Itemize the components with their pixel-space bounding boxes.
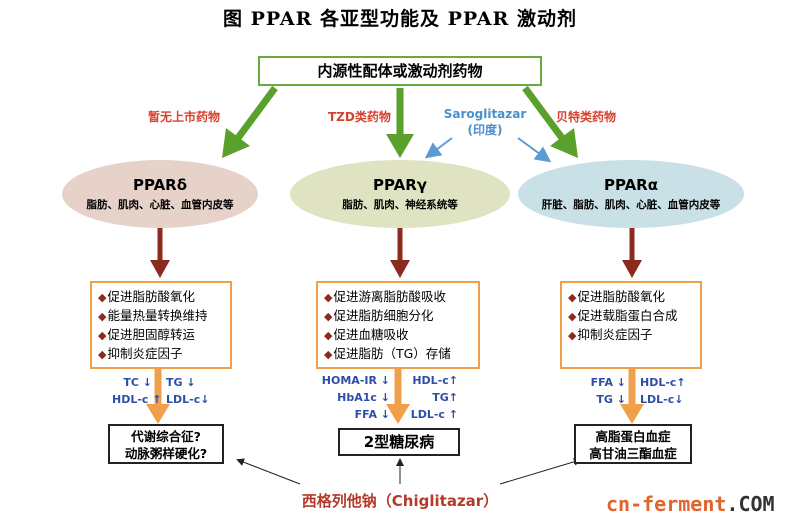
- receptor-name: PPARγ: [373, 176, 427, 194]
- markers-right-col2: HDL-c↑ LDL-c↓: [640, 374, 686, 408]
- disease-name: 2型糖尿病: [363, 433, 435, 451]
- marker: HDL-c↑: [412, 374, 458, 387]
- effect-item: ◆促进脂肪酸氧化: [98, 289, 195, 304]
- marker: TG ↓: [166, 376, 196, 389]
- effect-item: ◆促进脂肪（TG）存储: [324, 346, 451, 361]
- label-tzd-drugs: TZD类药物: [328, 110, 391, 124]
- watermark: cn-ferment.COM: [606, 492, 775, 516]
- marker: HDL-c↑: [640, 376, 686, 389]
- marker: HOMA-IR ↓: [321, 374, 390, 387]
- disease-name: 代谢综合征?: [131, 429, 201, 444]
- receptor-name: PPARδ: [132, 176, 188, 194]
- watermark-part1: cn-ferment: [606, 492, 727, 516]
- receptor-tissues: 脂肪、肌肉、神经系统等: [342, 199, 458, 211]
- receptor-tissues: 脂肪、肌肉、心脏、血管内皮等: [86, 199, 234, 211]
- receptor-ppar-delta: PPARδ 脂肪、肌肉、心脏、血管内皮等: [62, 160, 258, 228]
- marker: TG↑: [432, 391, 458, 404]
- disease-box-delta: 代谢综合征? 动脉粥样硬化?: [108, 424, 224, 464]
- ligand-source-box: 内源性配体或激动剂药物: [258, 56, 542, 86]
- green-arrow-left: [222, 85, 278, 158]
- marker: HDL-c ↑: [112, 393, 162, 406]
- dark-arrow-middle: [390, 226, 410, 278]
- marker: TC ↓: [123, 376, 152, 389]
- marker: FFA ↓: [590, 376, 626, 389]
- label-saroglitazar: Saroglitazar (印度): [440, 106, 530, 138]
- disease-box-alpha: 高脂蛋白血症 高甘油三酯血症: [574, 424, 692, 464]
- disease-name: 动脉粥样硬化?: [124, 446, 208, 461]
- label-no-marketed-drug: 暂无上市药物: [148, 110, 221, 124]
- markers-mid-col1: HOMA-IR ↓ HbA1c ↓ FFA ↓: [318, 372, 390, 423]
- effect-item: ◆抑制炎症因子: [98, 346, 183, 361]
- chiglitazar-label: 西格列他钠（Chiglitazar）: [301, 492, 499, 510]
- effect-item: ◆抑制炎症因子: [568, 327, 653, 342]
- watermark-part2: .COM: [726, 492, 775, 516]
- green-arrow-right: [522, 85, 578, 158]
- label-fibrate-drugs: 贝特类药物: [556, 110, 617, 124]
- effects-box-delta: ◆促进脂肪酸氧化 ◆能量热量转换维持 ◆促进胆固醇转运 ◆抑制炎症因子: [90, 281, 232, 369]
- markers-mid-col2: HDL-c↑ TG↑ LDL-c ↑: [406, 372, 458, 423]
- receptor-ppar-alpha: PPARα 肝脏、脂肪、肌肉、心脏、血管内皮等: [518, 160, 744, 228]
- effects-box-alpha: ◆促进脂肪酸氧化 ◆促进载脂蛋白合成 ◆抑制炎症因子: [560, 281, 702, 369]
- dark-arrow-right: [622, 226, 642, 278]
- markers-left-col2: TG ↓ LDL-c↓: [166, 374, 209, 408]
- receptor-tissues: 肝脏、脂肪、肌肉、心脏、血管内皮等: [541, 199, 721, 211]
- chiglitazar-arrow-right: [499, 457, 582, 485]
- effect-item: ◆促进载脂蛋白合成: [568, 308, 678, 323]
- disease-name: 高甘油三酯血症: [589, 446, 677, 461]
- effects-box-gamma: ◆促进游离脂肪酸吸收 ◆促进脂肪细胞分化 ◆促进血糖吸收 ◆促进脂肪（TG）存储: [316, 281, 480, 369]
- effect-item: ◆促进脂肪细胞分化: [324, 308, 434, 323]
- marker: LDL-c↓: [640, 393, 684, 406]
- effect-item: ◆促进脂肪酸氧化: [568, 289, 665, 304]
- dark-arrow-left: [150, 226, 170, 278]
- marker: TG ↓: [596, 393, 626, 406]
- effect-item: ◆促进游离脂肪酸吸收: [324, 289, 446, 304]
- saroglitazar-name: Saroglitazar: [443, 107, 527, 121]
- chiglitazar-arrow-left: [236, 458, 301, 485]
- figure-title: 图 PPAR 各亚型功能及 PPAR 激动剂: [223, 8, 577, 30]
- markers-right-col1: FFA ↓ TG ↓: [584, 374, 626, 408]
- receptor-ppar-gamma: PPARγ 脂肪、肌肉、神经系统等: [290, 160, 510, 228]
- green-arrow-middle: [386, 88, 414, 158]
- effect-item: ◆能量热量转换维持: [98, 308, 208, 323]
- saroglitazar-arrow-gamma: [424, 137, 453, 159]
- orange-arrow-middle: [386, 368, 410, 424]
- marker: LDL-c ↑: [410, 408, 458, 421]
- orange-arrow-right: [620, 368, 644, 424]
- saroglitazar-arrow-alpha: [517, 137, 552, 163]
- markers-left-col1: TC ↓ HDL-c ↑: [112, 374, 162, 408]
- disease-name: 高脂蛋白血症: [595, 429, 671, 444]
- receptor-name: PPARα: [603, 176, 659, 194]
- orange-arrow-left: [146, 368, 170, 424]
- saroglitazar-country: (印度): [467, 123, 503, 137]
- effect-item: ◆促进血糖吸收: [324, 327, 409, 342]
- disease-box-gamma: 2型糖尿病: [338, 428, 460, 456]
- marker: LDL-c↓: [166, 393, 210, 406]
- effect-item: ◆促进胆固醇转运: [98, 327, 195, 342]
- marker: FFA ↓: [354, 408, 390, 421]
- marker: HbA1c ↓: [337, 391, 390, 404]
